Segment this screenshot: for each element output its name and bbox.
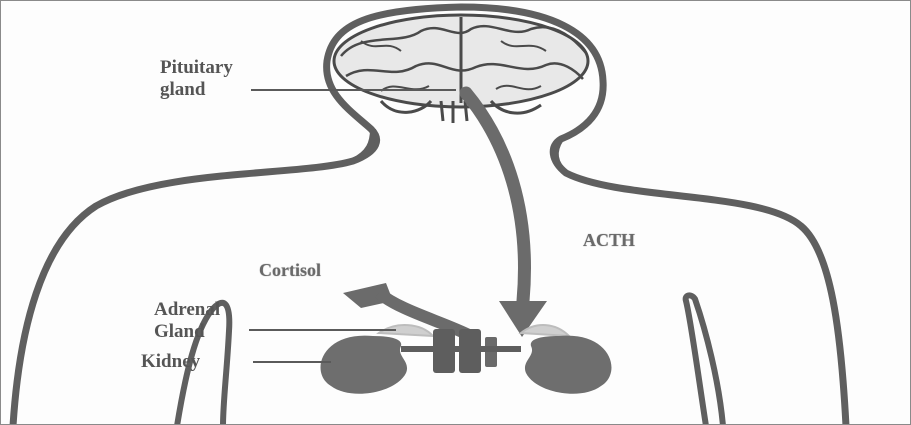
pituitary-label: Pituitary gland — [160, 57, 233, 101]
right-inner-arm — [686, 295, 723, 425]
kidney-right-icon — [525, 336, 612, 394]
acth-label: ACTH — [583, 229, 635, 251]
pituitary-label-line1: Pituitary — [160, 57, 233, 79]
adrenal-label-line1: Adrenal — [154, 299, 220, 321]
down-arrow-icon — [466, 93, 547, 337]
kidney-label: Kidney — [141, 351, 200, 373]
neck-left — [353, 129, 373, 161]
brain-icon — [334, 15, 588, 123]
adrenal-label: Adrenal Gland — [154, 299, 220, 343]
pituitary-label-line2: gland — [160, 79, 233, 101]
kidney-icon — [321, 336, 408, 394]
adrenal-label-line2: Gland — [154, 321, 220, 343]
cortisol-label: Cortisol — [259, 259, 321, 281]
neck-right — [556, 139, 566, 173]
